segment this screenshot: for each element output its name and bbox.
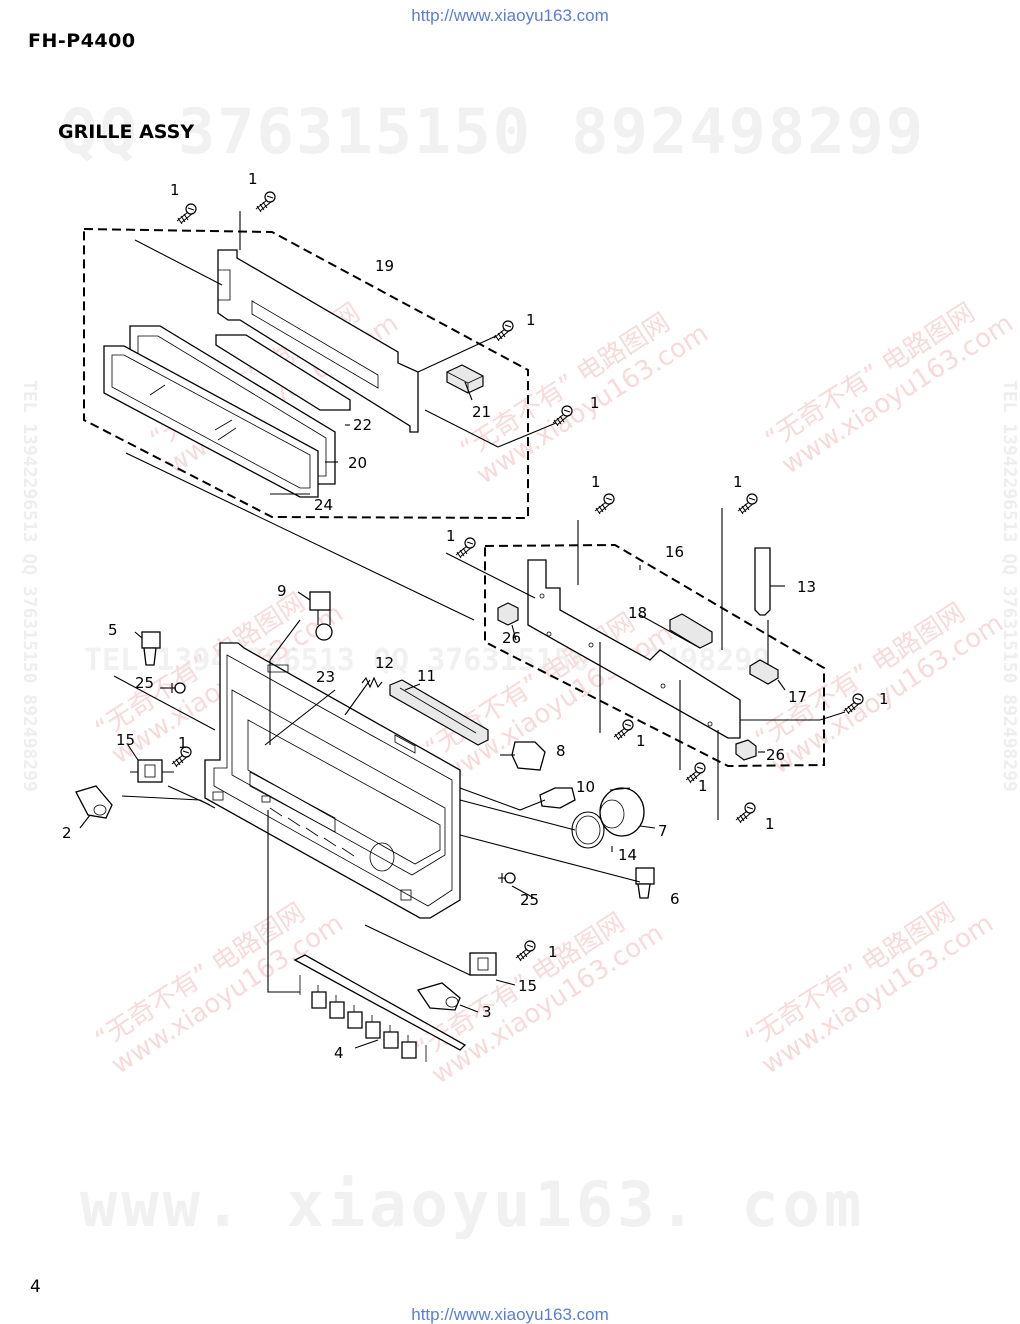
label-part-18: 18 <box>628 604 647 622</box>
part-3-button <box>416 982 461 1011</box>
label-part-15: 15 <box>116 731 135 749</box>
label-screw-1: 1 <box>733 473 743 491</box>
source-url-top[interactable]: http://www.xiaoyu163.com <box>411 6 609 25</box>
label-part-9: 9 <box>277 582 287 600</box>
part-23-grille <box>204 642 461 919</box>
label-screw-1: 1 <box>591 473 601 491</box>
screw-icon <box>493 320 514 342</box>
label-part-26: 26 <box>766 746 785 764</box>
part-10-shaft <box>539 787 576 809</box>
part-21-connector <box>446 364 484 394</box>
label-screw-1: 1 <box>698 777 708 795</box>
label-part-4: 4 <box>334 1044 344 1062</box>
part-13-flex-cable <box>754 547 771 616</box>
part-5-switch <box>141 631 161 666</box>
section-title: GRILLE ASSY <box>58 121 195 143</box>
label-screw-1: 1 <box>178 734 188 752</box>
model-number: FH-P4400 <box>28 30 136 52</box>
label-part-19: 19 <box>375 257 394 275</box>
screw-icon <box>613 719 634 741</box>
screw-icon <box>737 493 758 515</box>
label-part-24: 24 <box>314 496 333 514</box>
screw-icon <box>515 940 536 962</box>
label-part-8: 8 <box>556 742 566 760</box>
label-part-26: 26 <box>502 629 521 647</box>
screw-icon <box>455 537 476 559</box>
label-part-15: 15 <box>518 977 537 995</box>
part-22-lcd <box>215 334 351 411</box>
label-screw-1: 1 <box>636 732 646 750</box>
screw-icon <box>255 191 276 213</box>
label-part-14: 14 <box>618 846 637 864</box>
site-watermark: www. xiaoyu163. com <box>80 1168 866 1241</box>
label-part-17: 17 <box>788 688 807 706</box>
label-part-10: 10 <box>576 778 595 796</box>
label-screw-1: 1 <box>590 394 600 412</box>
screw-icon <box>176 203 197 225</box>
label-part-13: 13 <box>797 578 816 596</box>
pcb-assy-boundary <box>484 543 825 768</box>
part-8-button <box>511 741 546 771</box>
part-24-lens <box>103 345 319 498</box>
part-15-switch-left <box>130 759 174 783</box>
screw-icon <box>594 493 615 515</box>
label-screw-1: 1 <box>526 311 536 329</box>
qq-watermark: QQ 376315150 892498299 <box>60 95 926 168</box>
label-part-7: 7 <box>658 822 668 840</box>
part-26-cushion-a <box>497 602 519 626</box>
part-17-connector <box>749 659 779 685</box>
part-7-knob <box>599 787 645 837</box>
page-number: 4 <box>30 1277 41 1297</box>
label-part-21: 21 <box>472 403 491 421</box>
part-18-connector <box>669 613 713 649</box>
label-part-22: 22 <box>353 416 372 434</box>
label-part-25: 25 <box>520 891 539 909</box>
display-assy-boundary <box>83 227 529 520</box>
part-6-switch <box>635 867 655 899</box>
label-screw-1: 1 <box>170 181 180 199</box>
label-part-6: 6 <box>670 890 680 908</box>
label-screw-1: 1 <box>248 170 258 188</box>
label-part-5: 5 <box>108 621 118 639</box>
label-part-2: 2 <box>62 824 72 842</box>
screw-icon <box>735 802 756 824</box>
part-16-pcb <box>527 559 741 739</box>
label-part-20: 20 <box>348 454 367 472</box>
screw-icon <box>552 405 573 427</box>
part-19-display-holder <box>217 249 419 433</box>
part-4-button-strip <box>293 954 467 1062</box>
screw-icon <box>843 693 864 715</box>
label-part-11: 11 <box>417 667 436 685</box>
bolt-25-right <box>498 872 516 884</box>
part-9-knob-switch <box>309 591 333 641</box>
label-part-23: 23 <box>316 668 335 686</box>
source-url-bottom[interactable]: http://www.xiaoyu163.com <box>411 1305 609 1324</box>
label-screw-1: 1 <box>765 815 775 833</box>
part-2-button <box>75 785 113 819</box>
part-12-spring <box>361 676 383 689</box>
label-part-25: 25 <box>135 674 154 692</box>
part-15-switch-bottom <box>469 952 497 976</box>
label-part-12: 12 <box>375 654 394 672</box>
part-26-cushion-b <box>735 739 757 761</box>
part-14-ring <box>571 811 605 849</box>
label-screw-1: 1 <box>446 527 456 545</box>
part-11-slider <box>389 679 489 746</box>
label-screw-1: 1 <box>548 943 558 961</box>
label-part-16: 16 <box>665 543 684 561</box>
label-part-3: 3 <box>482 1003 492 1021</box>
label-screw-1: 1 <box>879 690 889 708</box>
